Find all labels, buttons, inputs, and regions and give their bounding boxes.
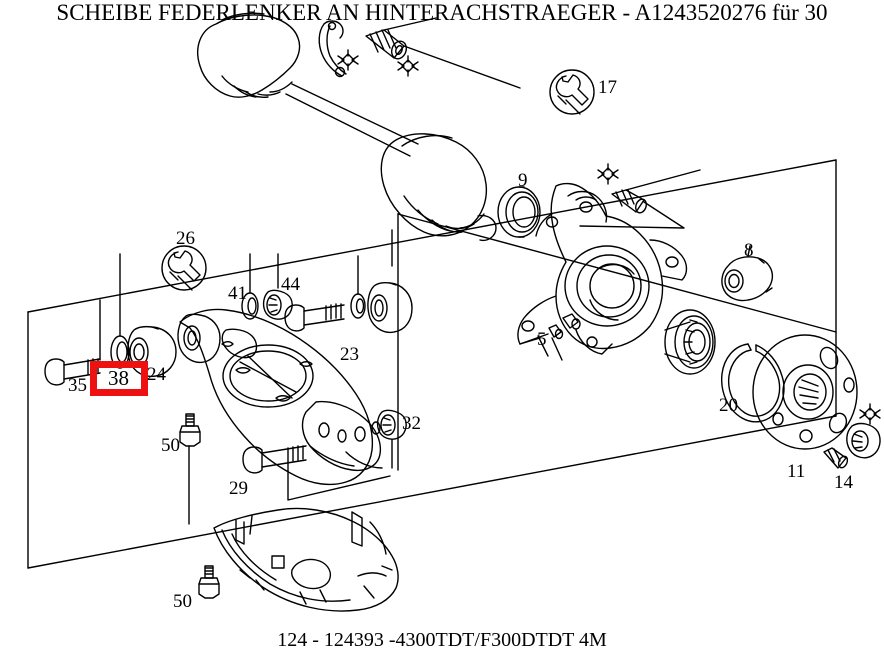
- bleeder-50-lower: [198, 565, 220, 599]
- cotter-washers-top: [337, 49, 419, 77]
- bolt-29: [242, 445, 391, 501]
- top-bracket-hardware: [318, 17, 521, 89]
- wrench-icon-17: [549, 69, 595, 115]
- callout-11: 11: [787, 461, 806, 482]
- callout-32: 32: [402, 413, 421, 434]
- washer-41: [241, 253, 259, 320]
- drive-shaft-assembly: [197, 12, 497, 242]
- washer-upper-right: [350, 255, 366, 319]
- wrench-icon-26: [161, 245, 207, 291]
- nut-32: [376, 409, 407, 469]
- callout-26: 26: [176, 228, 195, 249]
- callout-23: 23: [340, 344, 359, 365]
- seal-ring-9: [497, 186, 541, 238]
- callout-9: 9: [518, 170, 528, 191]
- left-bushing-hardware: [44, 253, 177, 386]
- knuckle-bolt-hardware: [579, 163, 701, 229]
- callout-29: 29: [229, 478, 248, 499]
- wheel-hub-11: [752, 334, 858, 450]
- bushing-8: [721, 245, 774, 302]
- callout-35: 35: [68, 375, 87, 396]
- control-arm-23: [177, 308, 383, 486]
- callout-50-upper: 50: [161, 435, 180, 456]
- callout-14: 14: [834, 472, 853, 493]
- callout-24: 24: [147, 364, 166, 385]
- callout-8: 8: [744, 240, 754, 261]
- callout-50-lower: 50: [173, 591, 192, 612]
- callout-17: 17: [598, 77, 617, 98]
- bushing-upper-right: [367, 229, 413, 334]
- callout-44: 44: [281, 274, 300, 295]
- reference-frame: [27, 159, 837, 569]
- steering-knuckle-5: [517, 182, 688, 361]
- nut-44: [262, 253, 293, 320]
- highlight-part-number: 38: [108, 365, 129, 390]
- highlight-box-part-38[interactable]: [90, 361, 148, 396]
- bleeder-50-upper: [179, 413, 201, 525]
- upper-arm-bolt: [284, 303, 345, 332]
- callout-5: 5: [537, 329, 547, 350]
- callout-41: 41: [228, 283, 247, 304]
- hub-nut-14: [823, 403, 881, 469]
- callout-20: 20: [719, 395, 738, 416]
- wheel-bearing: [664, 309, 716, 375]
- lower-cover-shield: [213, 507, 399, 612]
